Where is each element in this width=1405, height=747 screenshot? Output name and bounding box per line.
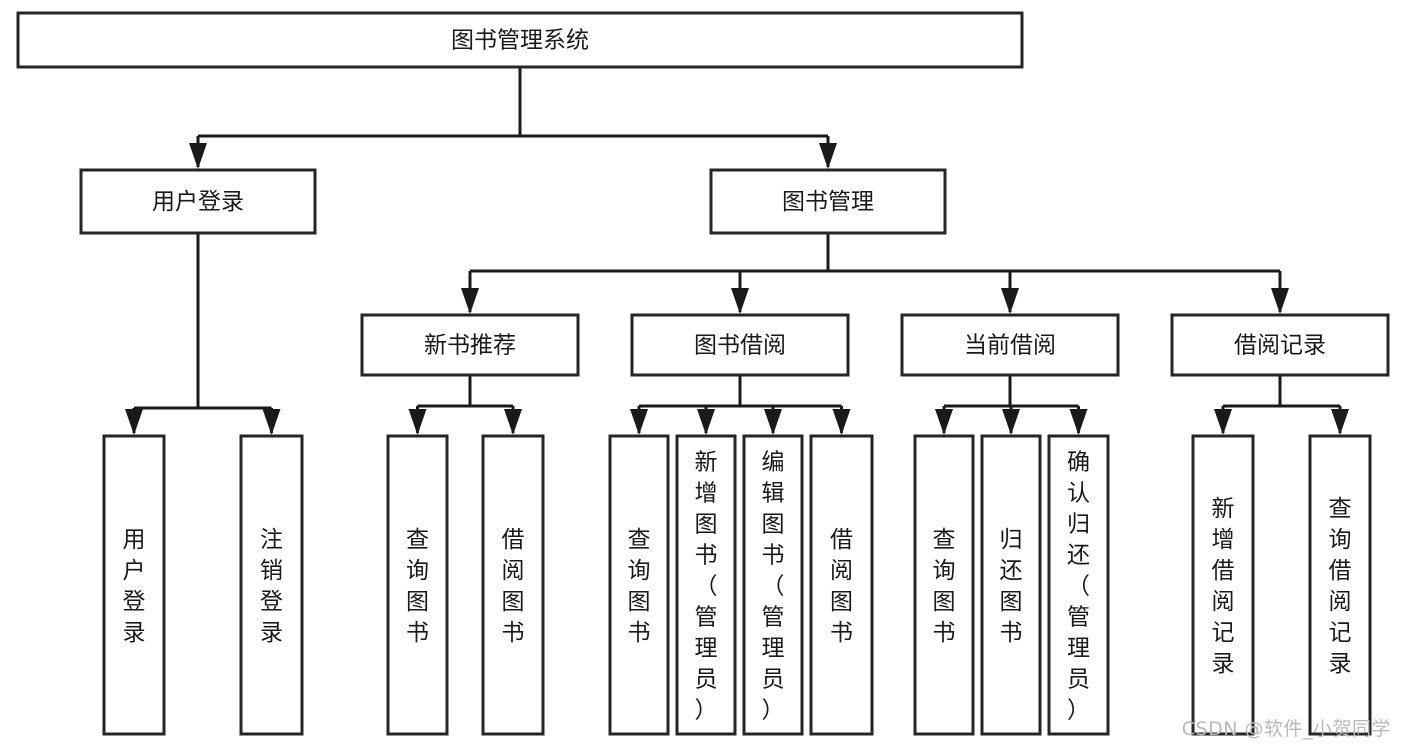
arrow-head-icon [504, 409, 522, 435]
leaf-node-label: 确认归还（管理员） [1067, 450, 1090, 724]
leaf-node-3[interactable]: 查询图书 [386, 434, 449, 736]
arrow-head-icon [461, 288, 479, 314]
arrow-head-icon [832, 409, 851, 435]
level3-node-4[interactable]: 借阅记录 [1170, 313, 1390, 377]
leaf-node-box[interactable] [1191, 434, 1255, 736]
level3-node-box[interactable] [1170, 313, 1390, 377]
leaf-node-2[interactable]: 注销登录 [239, 434, 304, 736]
level2-node-label: 用户登录 [152, 189, 244, 215]
arrow-head-icon [408, 409, 427, 435]
leaf-node-label: 借阅图书 [830, 527, 853, 646]
leaf-node-label: 查询借阅记录 [1329, 496, 1352, 677]
arrow-head-icon [935, 409, 953, 435]
arrow-head-icon [764, 409, 782, 435]
level3-node-label: 新书推荐 [424, 333, 516, 359]
level3-node-label: 图书借阅 [694, 333, 786, 359]
leaf-node-5[interactable]: 查询图书 [608, 434, 670, 736]
level3-node-box[interactable] [900, 313, 1120, 377]
arrow-head-icon [819, 143, 837, 169]
level3-node-2[interactable]: 图书借阅 [630, 313, 850, 377]
arrow-head-icon [697, 409, 715, 435]
leaf-node-label: 新增图书（管理员） [695, 450, 718, 724]
level3-node-box[interactable] [630, 313, 850, 377]
leaf-node-9[interactable]: 查询图书 [913, 434, 975, 736]
leaf-node-box[interactable] [742, 434, 804, 736]
leaf-node-box[interactable] [102, 434, 166, 736]
arrow-head-icon [1331, 409, 1349, 435]
leaf-node-label: 归还图书 [1000, 527, 1023, 646]
leaf-node-box[interactable] [809, 434, 874, 736]
arrow-head-icon [1069, 409, 1088, 435]
leaf-node-box[interactable] [1047, 434, 1110, 736]
root-node-label: 图书管理系统 [451, 28, 589, 54]
leaf-node-label: 查询图书 [406, 527, 429, 646]
root-node-1[interactable]: 图书管理系统 [16, 11, 1024, 69]
leaf-node-box[interactable] [481, 434, 545, 736]
leaf-node-12[interactable]: 新增借阅记录 [1191, 434, 1255, 736]
leaf-node-11[interactable]: 确认归还（管理员） [1047, 434, 1110, 736]
leaf-node-box[interactable] [386, 434, 449, 736]
level3-node-1[interactable]: 新书推荐 [360, 313, 580, 377]
arrow-head-icon [731, 288, 749, 314]
node-layer: 图书管理系统用户登录图书管理新书推荐图书借阅当前借阅借阅记录用户登录注销登录查询… [16, 11, 1390, 736]
arrow-head-icon [1001, 288, 1019, 314]
leaf-node-8[interactable]: 借阅图书 [809, 434, 874, 736]
arrow-head-icon [630, 409, 648, 435]
arrow-head-icon [1214, 409, 1232, 435]
level2-node-2[interactable]: 图书管理 [709, 168, 947, 235]
level2-node-box[interactable] [79, 168, 317, 235]
leaf-node-13[interactable]: 查询借阅记录 [1308, 434, 1372, 736]
level3-node-label: 借阅记录 [1234, 333, 1326, 359]
connector-layer [125, 67, 1349, 435]
arrow-head-icon [1271, 288, 1289, 314]
level2-node-1[interactable]: 用户登录 [79, 168, 317, 235]
leaf-node-4[interactable]: 借阅图书 [481, 434, 545, 736]
level3-node-label: 当前借阅 [964, 333, 1056, 359]
leaf-node-label: 用户登录 [123, 527, 146, 646]
leaf-node-box[interactable] [675, 434, 737, 736]
leaf-node-box[interactable] [1308, 434, 1372, 736]
csdn-watermark: CSDN @软件_小贺同学 [1181, 718, 1391, 740]
root-node-box[interactable] [16, 11, 1024, 69]
level2-node-box[interactable] [709, 168, 947, 235]
leaf-node-box[interactable] [608, 434, 670, 736]
leaf-node-label: 新增借阅记录 [1212, 496, 1235, 677]
level2-node-label: 图书管理 [782, 189, 874, 215]
leaf-node-label: 查询图书 [933, 527, 956, 646]
leaf-node-box[interactable] [980, 434, 1042, 736]
leaf-node-box[interactable] [913, 434, 975, 736]
leaf-node-box[interactable] [239, 434, 304, 736]
arrow-head-icon [262, 409, 281, 435]
leaf-node-1[interactable]: 用户登录 [102, 434, 166, 736]
leaf-node-10[interactable]: 归还图书 [980, 434, 1042, 736]
leaf-node-6[interactable]: 新增图书（管理员） [675, 434, 737, 736]
arrow-head-icon [1002, 409, 1020, 435]
leaf-node-label: 查询图书 [628, 527, 651, 646]
arrow-head-icon [189, 143, 207, 169]
arrow-head-icon [125, 409, 143, 435]
leaf-node-label: 注销登录 [260, 527, 283, 646]
level3-node-3[interactable]: 当前借阅 [900, 313, 1120, 377]
leaf-node-7[interactable]: 编辑图书（管理员） [742, 434, 804, 736]
leaf-node-label: 编辑图书（管理员） [762, 450, 785, 724]
level3-node-box[interactable] [360, 313, 580, 377]
leaf-node-label: 借阅图书 [502, 527, 525, 646]
